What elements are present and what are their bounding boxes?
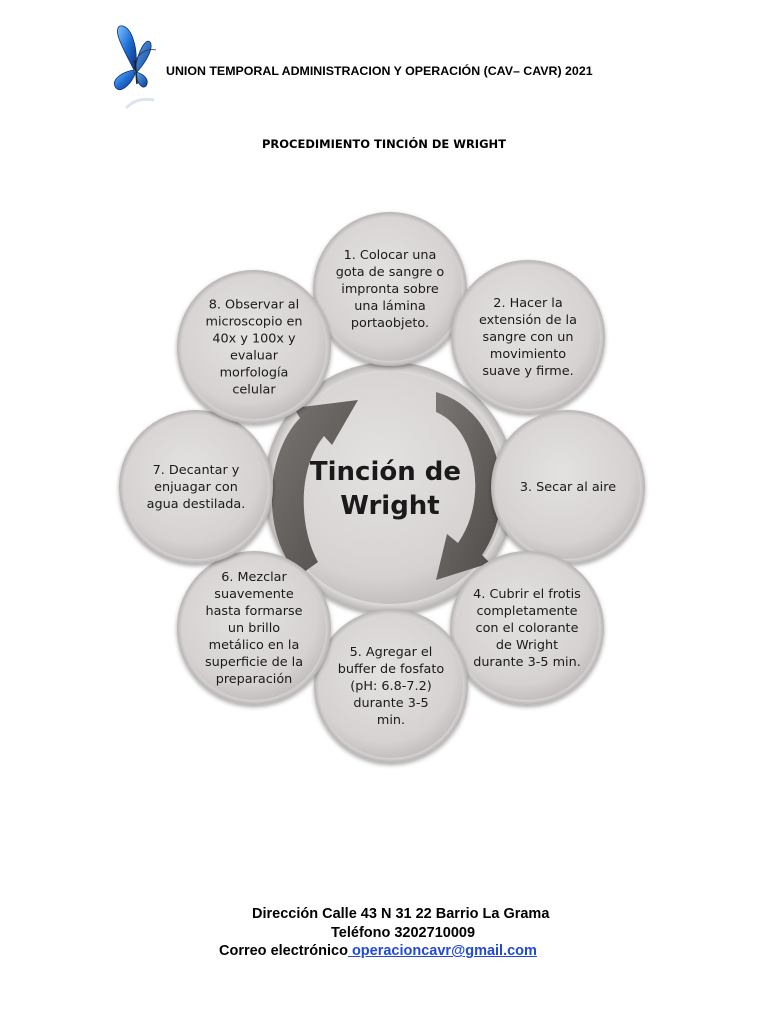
footer-address: Dirección Calle 43 N 31 22 Barrio La Gra… (252, 906, 550, 922)
organization-header: UNION TEMPORAL ADMINISTRACION Y OPERACIÓ… (166, 64, 593, 78)
butterfly-logo-icon (104, 20, 166, 116)
document-title: PROCEDIMIENTO TINCIÓN DE WRIGHT (261, 137, 506, 151)
step-label-3: 3. Secar al aire (520, 480, 616, 495)
email-link[interactable]: operacioncavr@gmail.com (347, 943, 537, 959)
cycle-arrow-left-icon (271, 400, 358, 575)
center-title: Tinción de Wright (310, 457, 470, 521)
cycle-arrow-right-icon (436, 392, 502, 580)
step-bubble-3: 3. Secar al aire (491, 410, 645, 564)
cycle-arrows (271, 392, 502, 580)
footer-email-line: Correo electrónico operacioncavr@gmail.c… (0, 943, 768, 959)
email-label: Correo electrónico (219, 943, 348, 959)
footer-phone: Teléfono 3202710009 (331, 925, 476, 941)
